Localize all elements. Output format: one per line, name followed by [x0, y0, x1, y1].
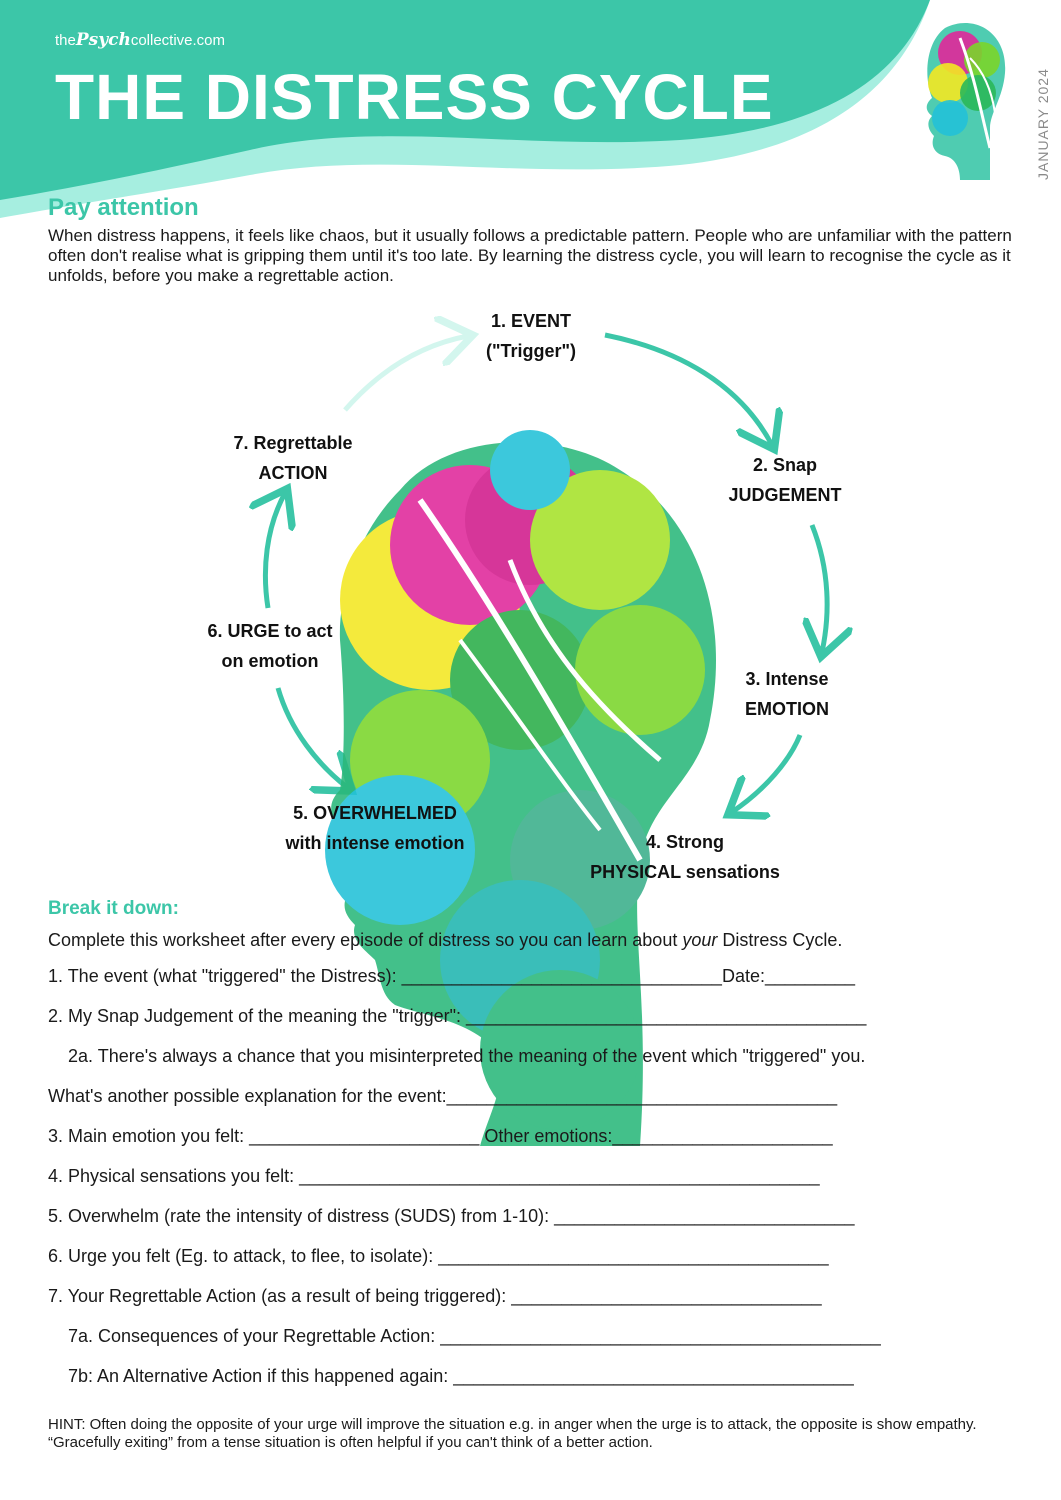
head-logo-icon	[926, 23, 1006, 181]
arrow-6-to-7	[265, 493, 285, 609]
header-wave	[0, 0, 930, 218]
question-6-urge[interactable]: 6. Urge you felt (Eg. to attack, to flee…	[48, 1246, 829, 1266]
head-silhouette	[325, 430, 716, 1147]
question-2-snap-judgement[interactable]: 2. My Snap Judgement of the meaning the …	[48, 1006, 867, 1026]
page-title: THE DISTRESS CYCLE	[55, 61, 774, 133]
hint-text: HINT: Often doing the opposite of your u…	[48, 1416, 977, 1451]
brand-logo[interactable]: thePsychcollective.com	[55, 30, 226, 50]
worksheet-instructions: Complete this worksheet after every epis…	[48, 930, 843, 950]
arrow-3-to-4	[732, 734, 803, 812]
arrow-7-to-1	[343, 336, 468, 412]
arrow-2-to-3	[812, 524, 827, 652]
question-2b-alternative-explanation[interactable]: What's another possible explanation for …	[48, 1086, 838, 1106]
question-2a-note: 2a. There's always a chance that you mis…	[68, 1046, 866, 1066]
arrow-1-to-2	[604, 332, 772, 445]
worksheet-heading: Break it down:	[48, 898, 179, 919]
question-4-physical-sensations[interactable]: 4. Physical sensations you felt: _______…	[48, 1166, 820, 1186]
arrow-6-to-5	[275, 687, 348, 788]
question-7a-consequences[interactable]: 7a. Consequences of your Regrettable Act…	[68, 1326, 881, 1346]
question-7-regrettable-action[interactable]: 7. Your Regrettable Action (as a result …	[48, 1286, 822, 1306]
intro-heading: Pay attention	[48, 194, 199, 221]
question-1-event[interactable]: 1. The event (what "triggered" the Distr…	[48, 966, 856, 986]
question-7b-alternative-action[interactable]: 7b: An Alternative Action if this happen…	[68, 1366, 854, 1386]
intro-text: When distress happens, it feels like cha…	[48, 226, 1012, 285]
cycle-step-1: 1. EVENT("Trigger")	[485, 311, 577, 361]
question-5-overwhelm[interactable]: 5. Overwhelm (rate the intensity of dist…	[48, 1206, 855, 1226]
question-3-emotion[interactable]: 3. Main emotion you felt: ______________…	[48, 1126, 833, 1146]
